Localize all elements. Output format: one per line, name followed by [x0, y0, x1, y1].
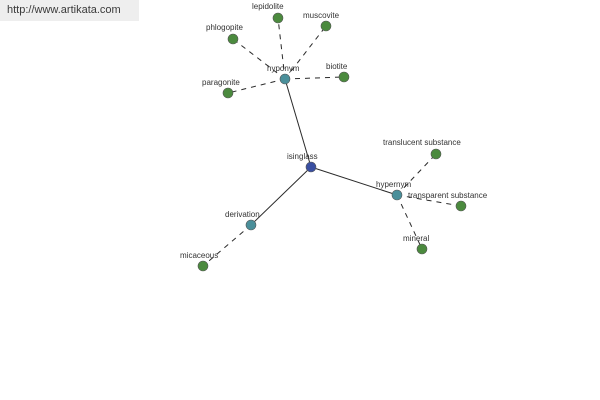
node-phlogopite[interactable]: phlogopite	[206, 23, 243, 45]
edge-derivation-micaceous	[202, 224, 252, 267]
node-label-biotite: biotite	[326, 62, 348, 71]
node-circle-hyponym[interactable]	[279, 73, 291, 85]
node-circle-transparent[interactable]	[455, 200, 467, 212]
node-hyponym[interactable]: hyponym	[267, 64, 300, 85]
edge-isinglass-hypernym	[310, 166, 398, 196]
edge-hyponym-phlogopite	[232, 38, 286, 80]
node-circle-biotite[interactable]	[338, 71, 350, 83]
node-derivation[interactable]: derivation	[225, 210, 260, 231]
edge-hyponym-lepidolite	[277, 17, 286, 80]
edge-hyponym-muscovite	[284, 25, 327, 80]
node-transparent[interactable]: transparent substance	[408, 191, 488, 212]
node-translucent[interactable]: translucent substance	[383, 138, 461, 160]
node-circle-isinglass[interactable]	[305, 161, 317, 173]
node-label-hyponym: hyponym	[267, 64, 300, 73]
node-circle-translucent[interactable]	[430, 148, 442, 160]
edges-layer	[202, 17, 462, 267]
node-biotite[interactable]: biotite	[326, 62, 350, 83]
node-mineral[interactable]: mineral	[403, 234, 429, 255]
node-label-transparent: transparent substance	[408, 191, 488, 200]
node-label-translucent: translucent substance	[383, 138, 461, 147]
node-label-derivation: derivation	[225, 210, 260, 219]
node-circle-phlogopite[interactable]	[227, 33, 239, 45]
node-label-hypernym: hypernym	[376, 180, 411, 189]
edge-isinglass-hyponym	[284, 78, 312, 168]
node-label-paragonite: paragonite	[202, 78, 240, 87]
node-muscovite[interactable]: muscovite	[303, 11, 340, 32]
nodes-layer: isinglass hyponym hypernym derivation phlogo…	[180, 2, 488, 272]
node-isinglass[interactable]: isinglass	[287, 152, 318, 173]
node-circle-muscovite[interactable]	[320, 20, 332, 32]
node-circle-mineral[interactable]	[416, 243, 428, 255]
node-label-micaceous: micaceous	[180, 251, 218, 260]
node-label-lepidolite: lepidolite	[252, 2, 284, 11]
site-url-banner[interactable]: http://www.artikata.com	[0, 0, 139, 21]
node-paragonite[interactable]: paragonite	[202, 78, 240, 99]
node-label-muscovite: muscovite	[303, 11, 340, 20]
node-circle-lepidolite[interactable]	[272, 12, 284, 24]
edge-isinglass-derivation	[250, 166, 312, 226]
node-circle-derivation[interactable]	[245, 219, 257, 231]
node-circle-micaceous[interactable]	[197, 260, 209, 272]
node-circle-hypernym[interactable]	[391, 189, 403, 201]
edge-hypernym-transparent	[396, 194, 462, 207]
edge-hyponym-biotite	[284, 76, 345, 80]
node-micaceous[interactable]: micaceous	[180, 251, 218, 272]
node-label-mineral: mineral	[403, 234, 429, 243]
node-label-phlogopite: phlogopite	[206, 23, 243, 32]
node-lepidolite[interactable]: lepidolite	[252, 2, 284, 24]
node-hypernym[interactable]: hypernym	[376, 180, 411, 201]
node-circle-paragonite[interactable]	[222, 87, 234, 99]
node-label-isinglass: isinglass	[287, 152, 318, 161]
